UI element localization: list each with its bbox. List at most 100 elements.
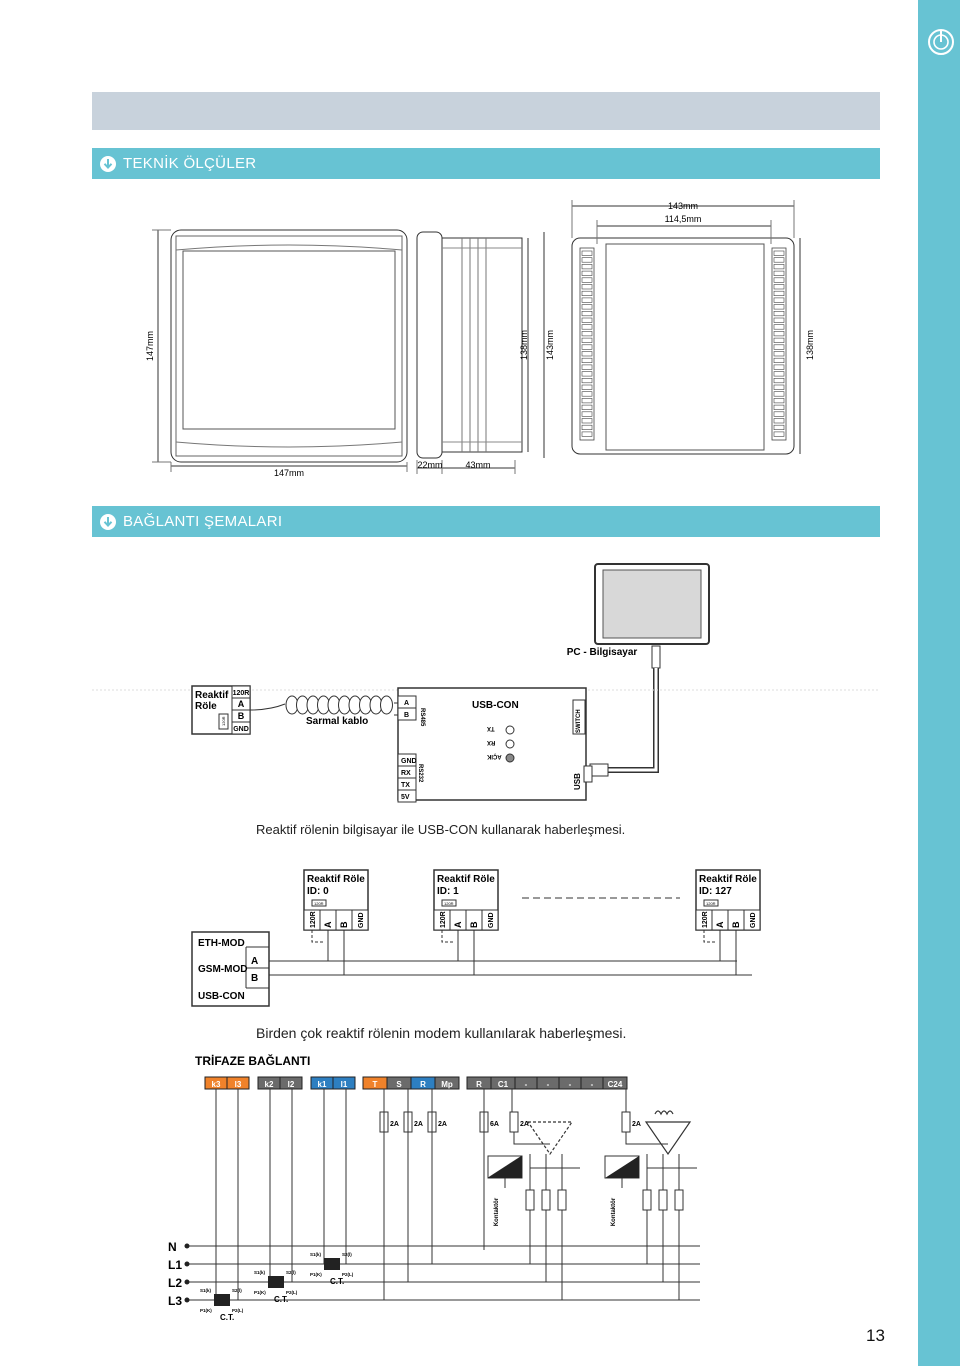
terminal-label: l3 [235, 1080, 242, 1089]
led-label: RX [487, 739, 495, 745]
terminal-pin [581, 364, 593, 370]
terminal-label: l1 [341, 1080, 348, 1089]
relay-id: ID: 1 [437, 886, 459, 897]
terminal-pin [581, 351, 593, 357]
relay-terminal-label: A [238, 699, 245, 709]
capacitor-bank-2 [644, 1121, 692, 1156]
terminal-pin [581, 304, 593, 310]
terminal-pin [581, 431, 593, 437]
terminal-pin [773, 384, 785, 390]
side-body [441, 237, 523, 453]
terminal-pin [581, 384, 593, 390]
cable-coil-loop [380, 695, 393, 715]
terminal-label: k1 [318, 1080, 327, 1089]
back-inner-plate [605, 243, 765, 451]
terminal-pin [773, 411, 785, 417]
pc-label: PC - Bilgisayar [567, 647, 638, 658]
terminal-pin [773, 364, 785, 370]
terminal-pin [773, 418, 785, 424]
phase-label: L1 [168, 1258, 182, 1272]
arrow-down-circle-icon [100, 513, 116, 530]
phase-dot [184, 1297, 190, 1303]
terminal-label: R [420, 1080, 426, 1089]
dim-back-width-inner: 114,5mm [665, 214, 702, 224]
led-indicator [505, 725, 515, 735]
relay-switch-label: 120R [221, 716, 226, 726]
terminal-pin [773, 277, 785, 283]
terminal-label: S [396, 1080, 402, 1089]
front-panel-outline [170, 229, 408, 463]
fuse [621, 1111, 631, 1133]
modem-caption: Birden çok reaktif rölenin modem kullanı… [256, 1025, 627, 1041]
relay-terminal-label: GND [233, 726, 249, 733]
cap-fuse [557, 1189, 567, 1211]
terminal-block [434, 1076, 460, 1090]
terminal-pin [581, 257, 593, 263]
terminal-pin [773, 264, 785, 270]
terminal-pin [581, 277, 593, 283]
terminal-pin [581, 250, 593, 256]
dim-back-height: 138mm [805, 330, 815, 360]
top-gray-band [92, 92, 880, 130]
ct-pin-label: P1(K) [200, 1308, 212, 1313]
termination-wire [441, 930, 454, 943]
usb-connection-diagram: PC - Bilgisayar Reaktif Röle 120R 120RAB… [92, 563, 880, 803]
phase-label: L2 [168, 1276, 182, 1290]
relay-terminal-label: A [715, 921, 725, 928]
modem-box [191, 931, 270, 1007]
cable-wire [249, 703, 286, 711]
ct-label: C.T. [274, 1295, 288, 1304]
terminal-pin [773, 304, 785, 310]
terminal-pin [773, 250, 785, 256]
relay-id: ID: 0 [307, 886, 329, 897]
terminal-pin [773, 284, 785, 290]
terminal-pin [773, 337, 785, 343]
relay-title: Reaktif Röle [307, 874, 365, 885]
circuit-wire [513, 1132, 550, 1145]
terminal-pin [773, 270, 785, 276]
terminal-pin [773, 310, 785, 317]
ct-pin-label: S2(l) [286, 1270, 296, 1275]
fuse-rating: 2A [438, 1121, 447, 1128]
modem-name-eth: ETH-MOD [198, 938, 245, 949]
relay-title: Reaktif Röle [437, 874, 495, 885]
fuse-rating: 2A [520, 1121, 529, 1128]
current-transformer [324, 1258, 340, 1270]
relay-terminal-label: A [323, 921, 333, 928]
side-accent-bar [918, 0, 960, 1366]
terminal-label: k2 [265, 1080, 274, 1089]
terminal-pin [581, 284, 593, 290]
terminal-pin [773, 317, 785, 323]
termination-wire [703, 930, 716, 943]
terminal-label: R [476, 1080, 482, 1089]
fuse-rating: 2A [632, 1121, 641, 1128]
section-title: TEKNİK ÖLÇÜLER [123, 155, 257, 172]
ct-pin-label: S1(k) [200, 1288, 212, 1293]
relay-terminal-label: GND [358, 912, 365, 928]
terminal-pin [773, 290, 785, 297]
relay-dip-switch [441, 899, 457, 907]
rs485-pin [397, 707, 417, 721]
front-screen [182, 250, 396, 430]
terminal-label: l2 [288, 1080, 295, 1089]
side-bezel [416, 231, 443, 459]
terminal-pin [581, 290, 593, 297]
relay-terminal [743, 909, 761, 931]
ct-pin-label: P2(L) [286, 1290, 298, 1295]
terminal-label: Mp [441, 1080, 453, 1089]
phase-dot [184, 1261, 190, 1267]
terminal-pin [773, 257, 785, 263]
relay-terminal-label: 120R [310, 911, 317, 928]
contactor-label-2: Kontaktör [611, 1197, 617, 1226]
terminal-pin [581, 297, 593, 303]
rs485-label: RS485 [419, 708, 425, 727]
terminal-pin [581, 270, 593, 276]
modem-name-usb: USB-CON [198, 991, 245, 1002]
dim-front-width: 147mm [274, 468, 304, 478]
relay-terminal-label: A [453, 921, 463, 928]
ct-label: C.T. [330, 1277, 344, 1286]
ct-pin-label: P2(L) [232, 1308, 244, 1313]
terminal-label: T [373, 1080, 378, 1089]
terminal-pin [773, 297, 785, 303]
